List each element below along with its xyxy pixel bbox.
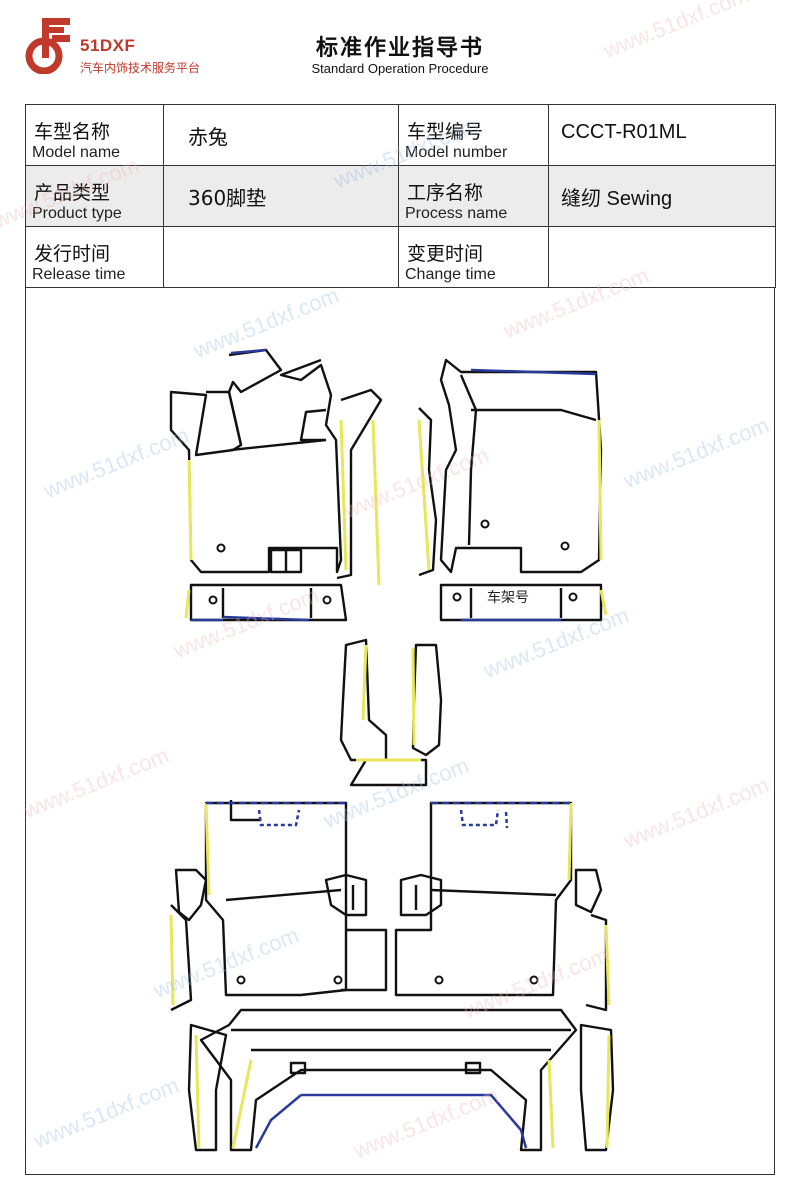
change-time-label-cell: 变更时间 Change time [398, 226, 549, 288]
process-name-value-cell: 缝纫 Sewing [548, 165, 776, 227]
rear-right-mat-outline [394, 801, 573, 997]
page-subtitle: Standard Operation Procedure [311, 61, 489, 76]
rear-left-mat-outline [204, 800, 348, 997]
product-type-label-en: Product type [32, 205, 122, 222]
release-time-label-cell: 发行时间 Release time [25, 226, 164, 288]
product-type-label-zh: 产品类型 [34, 182, 111, 204]
rear-right-mat-inner [430, 888, 557, 897]
arch-clip-right [464, 1061, 482, 1075]
release-time-value-cell [163, 226, 399, 288]
front-left-side-strip [336, 388, 383, 580]
process-name-value: 缝纫 Sewing [561, 188, 673, 210]
front-left-mat-outline [169, 348, 343, 574]
left-seat-side-piece [170, 868, 208, 1012]
info-table: 车型名称 Model name 赤兔 车型编号 Model number CCC… [25, 104, 776, 288]
release-time-label-en: Release time [32, 266, 126, 283]
right-rear-side-panel [579, 1023, 615, 1152]
pattern-drawing-frame: 车架号 [25, 288, 775, 1175]
change-time-label-en: Change time [405, 266, 496, 283]
process-name-label-zh: 工序名称 [407, 182, 484, 204]
arch-clip-left [289, 1061, 307, 1075]
rear-arch-inner [231, 1028, 571, 1052]
model-number-label-cell: 车型编号 Model number [398, 104, 549, 166]
front-left-lower-strip [189, 583, 348, 622]
release-time-label-zh: 发行时间 [34, 243, 111, 265]
rear-left-mat-inner [225, 888, 388, 992]
process-name-label-cell: 工序名称 Process name [398, 165, 549, 227]
model-name-value: 赤兔 [188, 125, 228, 149]
model-name-label-zh: 车型名称 [34, 121, 111, 143]
model-name-label-cell: 车型名称 Model name [25, 104, 164, 166]
front-left-mat-inner [206, 390, 327, 452]
brand-tagline: 汽车内饰技术服务平台 [80, 61, 201, 75]
change-time-label-zh: 变更时间 [407, 243, 484, 265]
model-number-label-zh: 车型编号 [407, 121, 484, 143]
left-rear-side-panel [187, 1023, 228, 1152]
info-row-product: 产品类型 Product type 360脚垫 工序名称 Process nam… [25, 165, 776, 227]
process-name-label-en: Process name [405, 205, 508, 222]
info-row-model: 车型名称 Model name 赤兔 车型编号 Model number CCC… [25, 104, 776, 166]
tunnel-right-piece [411, 643, 443, 757]
frame-number-label: 车架号 [487, 589, 529, 606]
blue-edge-lines [191, 348, 597, 1149]
model-number-label-en: Model number [405, 144, 508, 161]
yellow-edge-lines [169, 419, 611, 1149]
change-time-value-cell [548, 226, 776, 288]
front-right-mat-inner [459, 374, 597, 546]
front-right-side-strip [418, 407, 438, 577]
model-name-label-en: Model name [32, 144, 121, 161]
floor-mat-pattern-drawing: 车架号 [169, 348, 615, 1152]
brand-logo: 51DXF 汽车内饰技术服务平台 [22, 18, 252, 78]
front-right-lower-strip [439, 583, 603, 622]
rear-right-seat-pad [399, 873, 443, 917]
model-name-value-cell: 赤兔 [163, 104, 399, 166]
brand-name: 51DXF [80, 36, 136, 55]
brand-logo-icon [25, 18, 70, 74]
product-type-value-cell: 360脚垫 [163, 165, 399, 227]
mat-fixing-holes [208, 519, 578, 985]
front-right-mat-outline [439, 358, 603, 574]
product-type-label-cell: 产品类型 Product type [25, 165, 164, 227]
tunnel-bottom-piece [349, 758, 428, 787]
info-row-time: 发行时间 Release time 变更时间 Change time [25, 226, 776, 288]
product-type-value: 360脚垫 [188, 186, 267, 210]
right-seat-side-piece [574, 868, 608, 1012]
rear-arch-piece [199, 1008, 578, 1152]
front-left-pedal-pad [269, 548, 303, 574]
rear-left-seat-pad [324, 873, 368, 917]
model-number-value-cell: CCCT-R01ML [548, 104, 776, 166]
page-title: 标准作业指导书 [315, 36, 484, 61]
model-number-value: CCCT-R01ML [561, 121, 687, 143]
